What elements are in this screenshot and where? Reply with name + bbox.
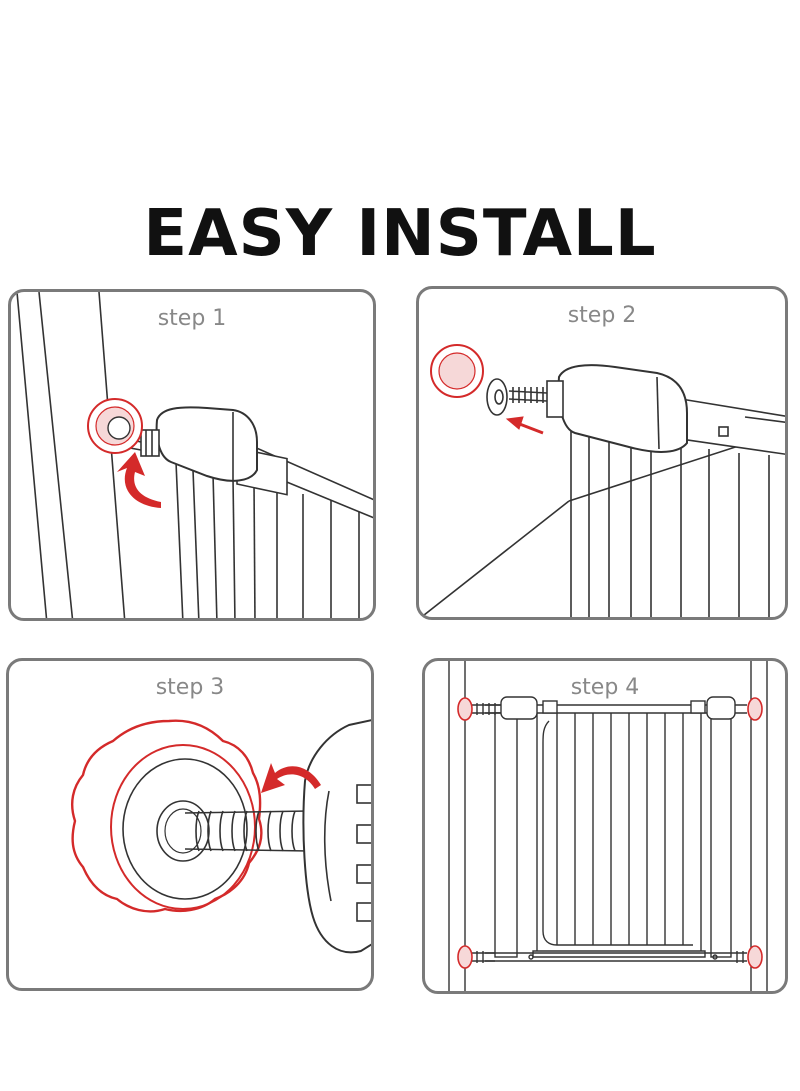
step-1-label: step 1 <box>157 306 227 331</box>
wall-pad-icon <box>457 697 763 969</box>
step-2-panel: step 2 <box>416 286 788 620</box>
wall-pad-closeup-icon <box>71 719 263 913</box>
step-1-panel: step 1 <box>8 289 376 621</box>
step-2-label: step 2 <box>567 303 637 328</box>
page-title: EASY INSTALL <box>143 197 657 271</box>
step-3-panel: step 3 <box>6 658 374 991</box>
push-arrow-icon <box>505 416 544 435</box>
wall-pad-icon <box>87 398 143 454</box>
rotate-arrow-icon <box>117 452 161 508</box>
step-3-label: step 3 <box>155 675 225 700</box>
step-4-illustration <box>448 661 768 991</box>
step-4-panel: step 4 <box>422 658 788 994</box>
step-1-illustration <box>16 292 373 618</box>
wall-pad-icon <box>430 344 484 398</box>
step-2-illustration <box>420 344 785 617</box>
rotate-arrow-icon <box>261 763 321 793</box>
step-3-illustration <box>71 719 371 954</box>
step-4-label: step 4 <box>570 675 640 700</box>
